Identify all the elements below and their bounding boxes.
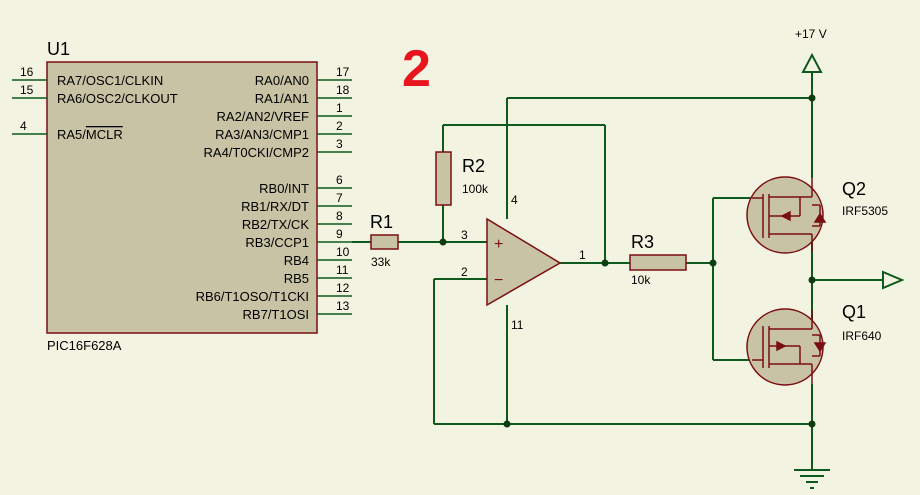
opamp[interactable]: + − 3 2 1 4 11 <box>461 193 586 332</box>
u1-pin-number: 1 <box>336 101 343 115</box>
opamp-plus-sign: + <box>494 236 503 253</box>
wires <box>352 72 883 470</box>
junction-r1-r2 <box>439 238 447 246</box>
supply-label: +17 V <box>795 27 827 41</box>
u1-pin-number: 17 <box>336 65 350 79</box>
r2-body <box>435 151 452 206</box>
junction-gates <box>709 259 717 267</box>
r1-ref: R1 <box>370 212 393 232</box>
u1-pin-name: RB5 <box>284 271 309 286</box>
u1-microcontroller[interactable]: U1 PIC16F628A 16RA7/OSC1/CLKIN15RA6/OSC2… <box>12 39 352 353</box>
u1-pin-number: 16 <box>20 65 34 79</box>
u1-pin-name: RB4 <box>284 253 309 268</box>
u1-pin-number: 9 <box>336 227 343 241</box>
output-arrow <box>882 270 905 290</box>
u1-body <box>46 61 318 334</box>
opamp-minus-sign: − <box>494 272 503 289</box>
opamp-pin-out: 1 <box>579 248 586 262</box>
r1-body <box>370 234 399 250</box>
ground-symbol <box>794 469 830 489</box>
u1-pin-name: RA1/AN1 <box>255 91 309 106</box>
u1-pin-name: RB6/T1OSO/T1CKI <box>196 289 309 304</box>
u1-pin-number: 7 <box>336 191 343 205</box>
q2-part: IRF5305 <box>842 204 888 218</box>
u1-pin-name: RB2/TX/CK <box>242 217 310 232</box>
q1-part: IRF640 <box>842 329 882 343</box>
junction-vee <box>503 420 511 428</box>
u1-pin-name: RB0/INT <box>259 181 309 196</box>
r2-resistor[interactable]: R2 100k <box>435 151 489 206</box>
junction-ground <box>808 420 816 428</box>
u1-pin-group: 16RA7/OSC1/CLKIN15RA6/OSC2/CLKOUT4RA5/MC… <box>12 65 352 322</box>
u1-pin-number: 3 <box>336 137 343 151</box>
u1-pin-number: 4 <box>20 119 27 133</box>
r3-ref: R3 <box>631 232 654 252</box>
supply-terminal[interactable]: +17 V <box>795 27 827 73</box>
annotation-number: 2 <box>402 40 431 98</box>
opamp-pin-vee: 11 <box>511 318 524 332</box>
u1-pin-name: RA3/AN3/CMP1 <box>215 127 309 142</box>
q2-symbol <box>752 178 827 252</box>
opamp-body <box>486 217 562 307</box>
r1-resistor[interactable]: R1 33k <box>370 212 399 269</box>
r1-value: 33k <box>371 255 391 269</box>
r3-resistor[interactable]: R3 10k <box>629 232 687 287</box>
r2-ref: R2 <box>462 156 485 176</box>
u1-pin-number: 13 <box>336 299 350 313</box>
q1-symbol <box>752 310 827 384</box>
u1-pin-name: RB7/T1OSI <box>243 307 309 322</box>
u1-pin-number: 11 <box>336 263 349 277</box>
u1-pin-number: 12 <box>336 281 350 295</box>
opamp-pin-plus: 3 <box>461 228 468 242</box>
r2-value: 100k <box>462 182 489 196</box>
u1-pin-number: 6 <box>336 173 343 187</box>
u1-pin-name: RA2/AN2/VREF <box>217 109 310 124</box>
q2-mosfet[interactable]: Q2 IRF5305 <box>746 176 888 254</box>
q1-mosfet[interactable]: Q1 IRF640 <box>746 302 882 386</box>
u1-pin-number: 10 <box>336 245 350 259</box>
r3-value: 10k <box>631 273 651 287</box>
u1-part: PIC16F628A <box>47 338 122 353</box>
q1-ref: Q1 <box>842 302 866 322</box>
r3-body <box>629 254 687 271</box>
u1-pin-number: 2 <box>336 119 343 133</box>
u1-pin-name: RA7/OSC1/CLKIN <box>57 73 163 88</box>
supply-arrow <box>801 52 823 73</box>
output-terminal[interactable] <box>882 270 905 290</box>
u1-pin-name: RB1/RX/DT <box>241 199 309 214</box>
junction-vcc <box>808 94 816 102</box>
u1-pin-name: RA6/OSC2/CLKOUT <box>57 91 178 106</box>
u1-pin-name: RA0/AN0 <box>255 73 309 88</box>
q2-ref: Q2 <box>842 179 866 199</box>
opamp-pin-vcc: 4 <box>511 193 518 207</box>
junctions <box>439 94 816 428</box>
u1-pin-name: RB3/CCP1 <box>245 235 309 250</box>
u1-pin-number: 15 <box>20 83 34 97</box>
junction-output <box>808 276 816 284</box>
junction-opamp-out <box>601 259 609 267</box>
u1-pin-number: 18 <box>336 83 350 97</box>
u1-pin-name: RA4/T0CKI/CMP2 <box>204 145 309 160</box>
u1-ref: U1 <box>47 39 70 59</box>
opamp-pin-minus: 2 <box>461 265 468 279</box>
u1-pin-name: RA5/MCLR <box>57 127 123 142</box>
u1-pin-number: 8 <box>336 209 343 223</box>
